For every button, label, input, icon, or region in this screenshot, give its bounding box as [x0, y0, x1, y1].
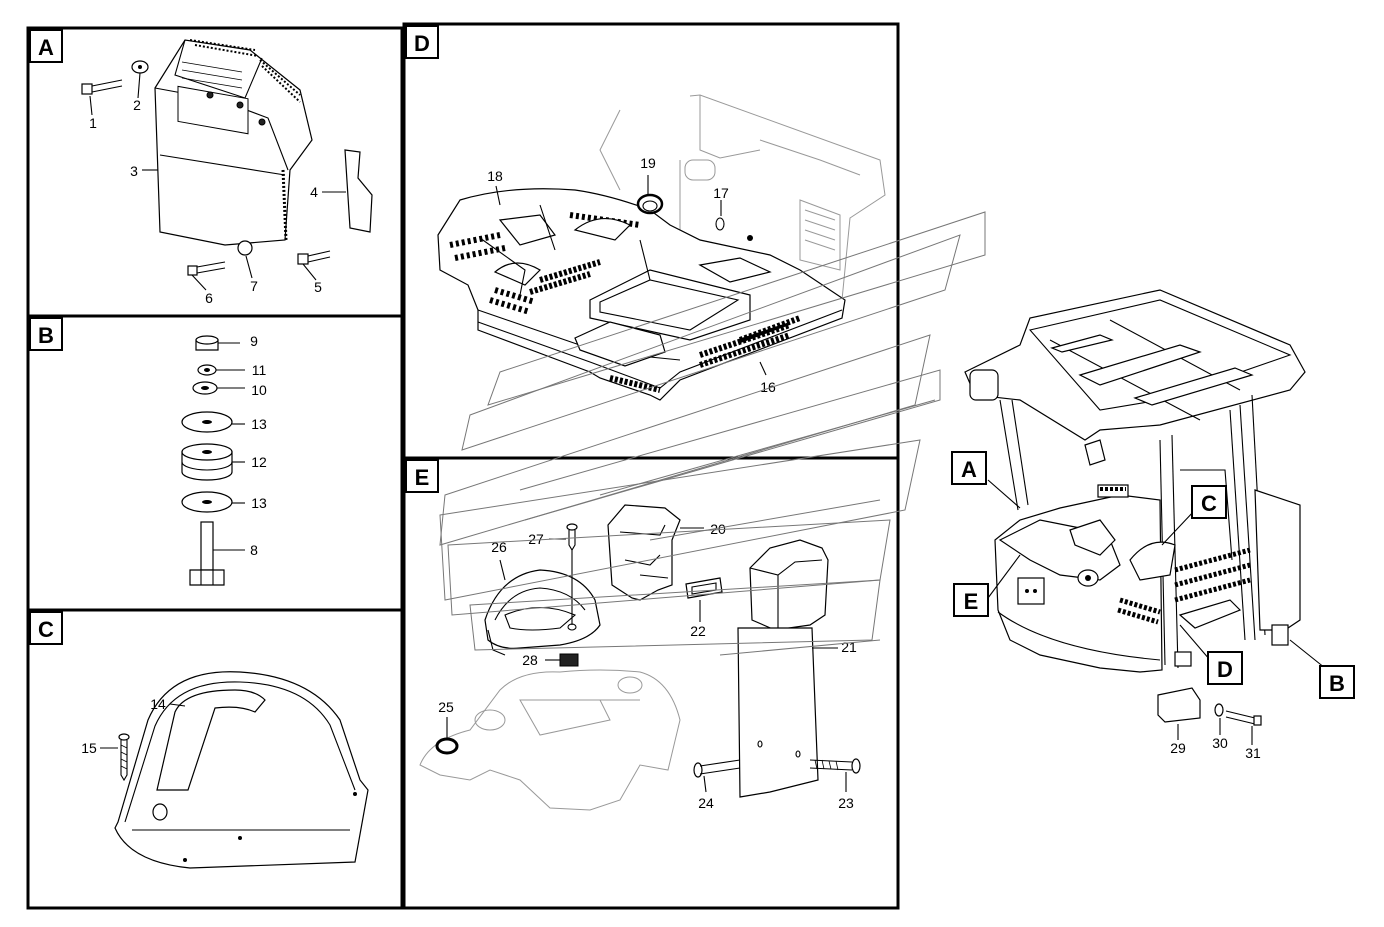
washer-30-part: [1214, 703, 1224, 717]
svg-text:E: E: [964, 589, 979, 614]
nut-9-part: [195, 335, 219, 351]
part-label-12: 12: [251, 454, 267, 470]
part-label-10: 10: [251, 382, 267, 398]
part-label-6: 6: [205, 290, 213, 306]
section-d-label: D: [405, 25, 439, 59]
floor-mat-pattern: [449, 212, 802, 393]
part-label-26: 26: [491, 539, 507, 555]
svg-text:C: C: [38, 617, 54, 642]
screw-15-part: [118, 733, 130, 782]
section-a-label: A: [29, 29, 63, 63]
callout-c-label: C: [1191, 485, 1227, 519]
screw-23-part: [809, 758, 861, 774]
callout-b-label: B: [1319, 665, 1355, 699]
svg-text:C: C: [1201, 491, 1217, 516]
gasket-25-part: [435, 737, 459, 755]
svg-text:E: E: [415, 465, 430, 490]
part-label-17: 17: [713, 185, 729, 201]
callout-d-label: D: [1207, 651, 1243, 685]
part-label-16: 16: [760, 379, 776, 395]
part-label-8: 8: [250, 542, 258, 558]
panel-e-frame: [402, 456, 900, 910]
background-guide-stripes: [439, 211, 986, 656]
part-label-9: 9: [250, 333, 258, 349]
panel-a-drawing: [81, 39, 373, 291]
screw-27-part: [566, 523, 578, 631]
washer-7-part: [237, 240, 253, 256]
shroud-26-part: [484, 569, 601, 656]
part-label-5: 5: [314, 279, 322, 295]
part-label-21: 21: [841, 639, 857, 655]
grille-part: [177, 39, 301, 241]
part-label-1: 1: [89, 115, 97, 131]
panel-d-drawing: [437, 94, 886, 401]
panel-c-drawing: [100, 671, 369, 869]
part-label-27: 27: [528, 531, 544, 547]
callout-a-label: A: [951, 451, 987, 485]
bolt-1-part: [81, 79, 123, 95]
cover-20-part: [607, 504, 681, 601]
svg-text:A: A: [38, 35, 54, 60]
part-label-15: 15: [81, 740, 97, 756]
bolt-31-part: [1225, 710, 1262, 726]
part-label-2: 2: [133, 97, 141, 113]
bracket-part: [344, 149, 373, 233]
part-label-23: 23: [838, 795, 854, 811]
dashboard-ghost: [419, 669, 681, 811]
part-label-18: 18: [487, 168, 503, 184]
section-c-label: C: [29, 611, 63, 645]
svg-text:A: A: [961, 457, 977, 482]
section-e-label: E: [405, 459, 439, 493]
part-label-20: 20: [710, 521, 726, 537]
section-b-label: B: [29, 317, 63, 351]
bracket-29-part: [1157, 687, 1201, 723]
part-label-24: 24: [698, 795, 714, 811]
truck-overview-drawing: [964, 289, 1326, 745]
part-label-22: 22: [690, 623, 706, 639]
grommet-19-part: [636, 193, 664, 215]
part-label-31: 31: [1245, 745, 1261, 761]
callout-e-label: E: [953, 583, 989, 617]
svg-text:B: B: [38, 323, 54, 348]
panel-b-drawing: [181, 335, 245, 586]
svg-text:B: B: [1329, 671, 1345, 696]
bolt-5-part: [297, 250, 331, 265]
bolt-8-part: [189, 521, 225, 586]
part-label-7: 7: [250, 278, 258, 294]
part-label-11: 11: [252, 362, 267, 378]
part-label-29: 29: [1170, 740, 1186, 756]
screw-24-part: [693, 759, 741, 778]
clip-28-part: [559, 653, 579, 667]
rubber-mount-12-part: [181, 443, 233, 481]
part-label-25: 25: [438, 699, 454, 715]
panel-c-frame: [26, 608, 404, 910]
column-cover-21-upper-part: [749, 539, 829, 631]
part-label-28: 28: [522, 652, 538, 668]
gear-slot: [156, 689, 266, 791]
part-label-13a: 13: [251, 416, 267, 432]
bolt-6-part: [187, 261, 226, 276]
part-label-19: 19: [640, 155, 656, 171]
part-label-14: 14: [150, 696, 166, 712]
foot-part: [1271, 624, 1289, 646]
svg-text:D: D: [414, 31, 430, 56]
svg-text:D: D: [1217, 657, 1233, 682]
column-cover-21-lower-part: [737, 627, 819, 798]
part-label-3: 3: [130, 163, 138, 179]
panel-e-drawing: [419, 504, 861, 811]
part-label-30: 30: [1212, 735, 1228, 751]
part-label-4: 4: [310, 184, 318, 200]
part-label-13b: 13: [251, 495, 267, 511]
